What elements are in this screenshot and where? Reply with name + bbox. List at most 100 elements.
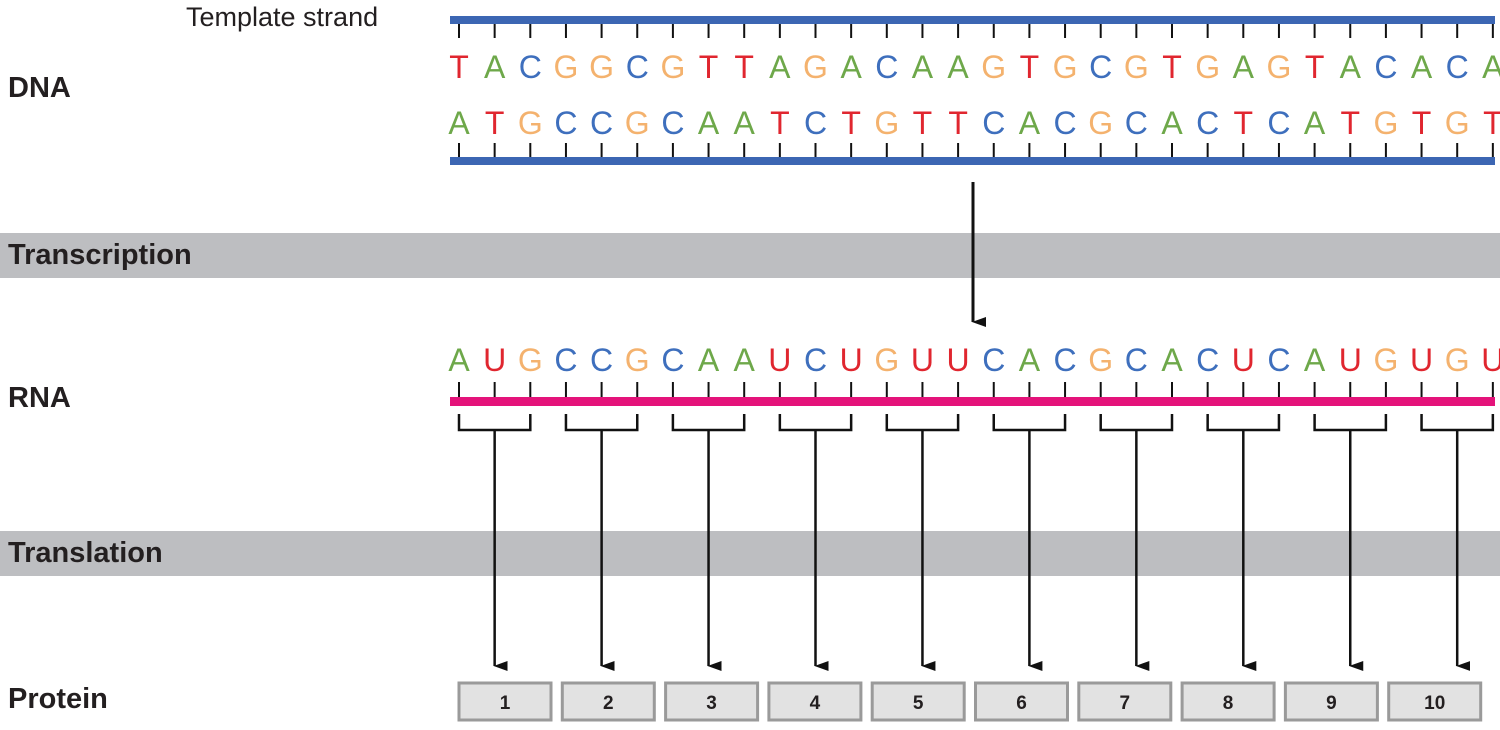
dna-template-base: C — [875, 49, 898, 85]
dna-coding-base: G — [518, 105, 543, 141]
dna-template-base: G — [1053, 49, 1078, 85]
dna-coding-base: G — [1088, 105, 1113, 141]
dna-coding-base: T — [1234, 105, 1254, 141]
amino-acid-label: 2 — [603, 693, 614, 714]
dna-coding-base: T — [1412, 105, 1432, 141]
rna-base: G — [1373, 342, 1398, 378]
codon-bracket — [1420, 414, 1495, 432]
dna-template-base: C — [1446, 49, 1469, 85]
codon-bracket — [457, 414, 532, 432]
rna-base: A — [734, 342, 756, 378]
codon-bracket — [1099, 414, 1174, 432]
transcription-label: Transcription — [8, 239, 192, 271]
dna-coding-base: C — [1196, 105, 1219, 141]
rna-base: A — [1019, 342, 1041, 378]
rna-base: C — [661, 342, 684, 378]
dna-coding-base: G — [874, 105, 899, 141]
dna-coding-base: C — [1125, 105, 1148, 141]
dna-coding-base: A — [1019, 105, 1041, 141]
dna-coding-base: G — [1373, 105, 1398, 141]
rna-base: U — [1410, 342, 1433, 378]
dna-template-base: T — [449, 49, 469, 85]
translation-label: Translation — [8, 537, 163, 569]
dna-coding-base: T — [770, 105, 790, 141]
dna-template-base: G — [1124, 49, 1149, 85]
dna-coding-base: T — [1483, 105, 1500, 141]
dna-template-base: T — [734, 49, 754, 85]
dna-template-base: G — [1267, 49, 1292, 85]
rna-base: C — [1267, 342, 1290, 378]
dna-coding-base: G — [625, 105, 650, 141]
dna-template-base: G — [660, 49, 685, 85]
rna-base: U — [1339, 342, 1362, 378]
dna-template-backbone — [450, 16, 1495, 24]
codon-bracket — [564, 414, 639, 432]
rna-base: C — [590, 342, 613, 378]
dna-template-base: A — [912, 49, 934, 85]
dna-label: DNA — [8, 72, 71, 104]
dna-template-base: C — [1374, 49, 1397, 85]
amino-acid-box — [560, 681, 656, 722]
translation-band: Translation — [0, 531, 1500, 576]
amino-acid-box — [767, 681, 863, 722]
rna-base: G — [874, 342, 899, 378]
rna-base: C — [982, 342, 1005, 378]
amino-acid-label: 7 — [1120, 693, 1131, 714]
amino-acid-box — [1180, 681, 1276, 722]
rna-base: U — [947, 342, 970, 378]
codon-bracket — [1313, 414, 1388, 432]
dna-template-base: A — [1340, 49, 1362, 85]
amino-acid-box — [457, 681, 553, 722]
dna-coding-base: C — [1053, 105, 1076, 141]
amino-acid-label: 10 — [1424, 693, 1445, 714]
rna-base: A — [698, 342, 720, 378]
codon-bracket — [671, 414, 746, 432]
rna-base: G — [625, 342, 650, 378]
rna-base: G — [1088, 342, 1113, 378]
amino-acid-label: 4 — [810, 693, 821, 714]
rna-base: U — [1232, 342, 1255, 378]
dna-template-base: A — [947, 49, 969, 85]
dna-coding-base: A — [1304, 105, 1326, 141]
dna-coding-base: T — [913, 105, 933, 141]
dna-coding-base: C — [554, 105, 577, 141]
amino-acid-label: 5 — [913, 693, 924, 714]
rna-base: A — [1304, 342, 1326, 378]
dna-template-base: A — [769, 49, 791, 85]
amino-acid-label: 8 — [1223, 693, 1234, 714]
codon-bracket — [778, 414, 853, 432]
rna-base: G — [518, 342, 543, 378]
amino-acid-box — [1387, 681, 1483, 722]
rna-backbone — [450, 397, 1495, 406]
dna-template-base: A — [840, 49, 862, 85]
rna-base: C — [1196, 342, 1219, 378]
dna-template-base: C — [1089, 49, 1112, 85]
rna-base: U — [840, 342, 863, 378]
amino-acid-label: 1 — [500, 693, 511, 714]
dna-coding-backbone — [450, 157, 1495, 165]
dna-coding-base: C — [804, 105, 827, 141]
rna-base: G — [1445, 342, 1470, 378]
amino-acid-box — [1283, 681, 1379, 722]
dna-coding-base: A — [448, 105, 470, 141]
rna-base: U — [1481, 342, 1500, 378]
amino-acid-box — [1077, 681, 1173, 722]
amino-acid-label: 3 — [706, 693, 717, 714]
dna-template-base: G — [589, 49, 614, 85]
codon-bracket — [992, 414, 1067, 432]
dna-coding-base: G — [1445, 105, 1470, 141]
dna-template-base: A — [1411, 49, 1433, 85]
rna-base: C — [1053, 342, 1076, 378]
dna-template-base: G — [554, 49, 579, 85]
rna-base: U — [911, 342, 934, 378]
amino-acid-box — [974, 681, 1069, 722]
dna-coding-base: T — [1340, 105, 1360, 141]
dna-template-base: G — [1195, 49, 1220, 85]
dna-coding-base: T — [841, 105, 861, 141]
dna-coding-base: A — [734, 105, 756, 141]
dna-template-base: T — [699, 49, 719, 85]
rna-base: C — [1125, 342, 1148, 378]
